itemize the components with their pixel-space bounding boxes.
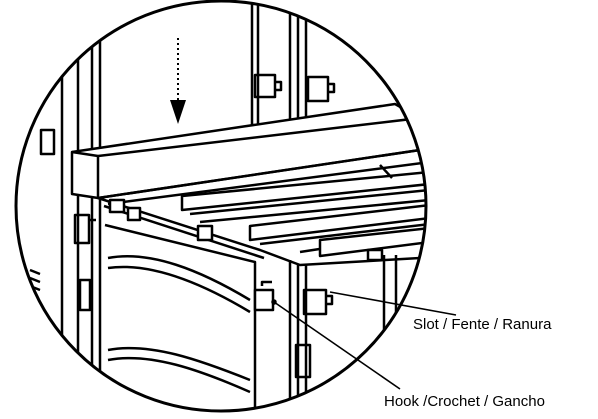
rear-rails (250, 0, 336, 125)
oven-rack (70, 102, 427, 267)
slot-leader-line (329, 291, 457, 316)
magnified-view-circle (14, 0, 428, 413)
hook-leader-line (273, 301, 401, 390)
hook-callout-label: Hook /Crochet / Gancho (384, 393, 545, 410)
slot-callout-label: Slot / Fente / Ranura (413, 316, 552, 333)
oven-cavity-lower (73, 213, 257, 412)
rack-hook-slot (253, 280, 277, 312)
dotted-down-arrow-icon (170, 38, 186, 124)
